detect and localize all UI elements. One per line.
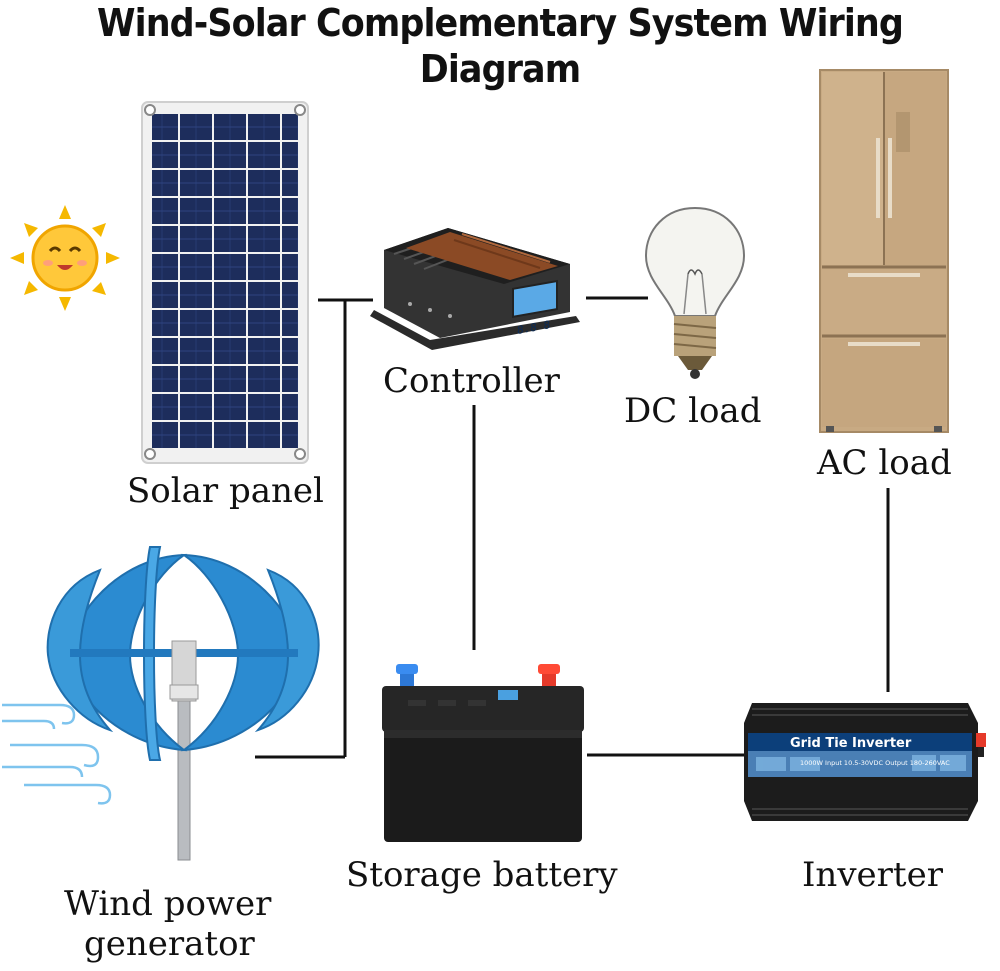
sun-icon bbox=[10, 205, 120, 311]
wind-generator-label-line2: generator bbox=[84, 924, 255, 964]
dc-load-label: DC load bbox=[624, 391, 762, 431]
wind-generator-label-line1: Wind power bbox=[64, 884, 272, 924]
controller-label: Controller bbox=[383, 361, 560, 401]
wind-gust-icon bbox=[2, 703, 112, 805]
diagram-title: Wind-Solar Complementary System Wiring D… bbox=[96, 1, 904, 91]
battery-image bbox=[382, 664, 584, 842]
inverter-plate-specs: 1000W Input 10.5-30VDC Output 180-260VAC bbox=[800, 759, 950, 767]
inverter-image: Grid Tie Inverter 1000W Input 10.5-30VDC… bbox=[744, 703, 986, 821]
solar-panel-image bbox=[141, 101, 309, 464]
refrigerator-image bbox=[819, 69, 949, 433]
svg-text:8.8 8: 8.8 8 bbox=[517, 318, 550, 337]
ac-load-label: AC load bbox=[817, 443, 952, 483]
battery-label: Storage battery bbox=[346, 855, 618, 895]
inverter-label: Inverter bbox=[802, 855, 943, 895]
inverter-plate-heading: Grid Tie Inverter bbox=[790, 736, 912, 751]
light-bulb-image bbox=[644, 206, 746, 379]
solar-panel-label: Solar panel bbox=[127, 471, 324, 511]
controller-image: 8.8 8 bbox=[370, 228, 580, 350]
wind-turbine-image bbox=[2, 546, 320, 861]
